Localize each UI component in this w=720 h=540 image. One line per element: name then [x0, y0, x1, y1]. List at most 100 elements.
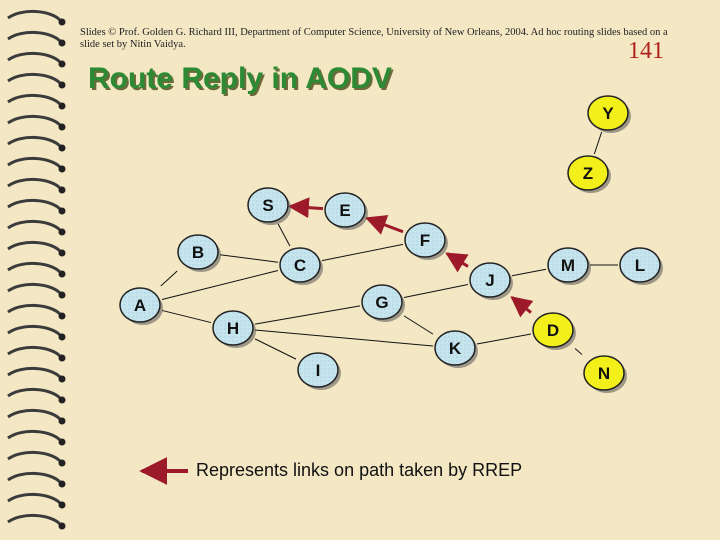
node-texture	[471, 264, 509, 296]
node-label: F	[420, 231, 430, 250]
spiral-ring	[7, 94, 62, 106]
spiral-hole	[58, 522, 66, 530]
link-H-K	[254, 329, 434, 347]
link-H-I	[254, 338, 297, 360]
node-Y: Y	[587, 95, 631, 133]
node-label: E	[339, 201, 350, 220]
node-ellipse	[587, 95, 629, 131]
spiral-ring	[7, 409, 62, 421]
legend-label: Represents links on path taken by RREP	[196, 460, 523, 480]
node-label: H	[227, 319, 239, 338]
spiral-hole	[58, 81, 66, 89]
spiral-hole	[58, 228, 66, 236]
spiral-ring	[7, 451, 62, 463]
node-label: L	[635, 256, 645, 275]
link-Z-Y	[593, 131, 603, 155]
node-H: H	[212, 310, 256, 348]
spiral-hole	[58, 459, 66, 467]
link-J-M	[511, 268, 547, 277]
spiral-ring	[7, 304, 62, 316]
node-texture	[121, 289, 159, 321]
node-ellipse	[567, 155, 609, 191]
node-S: S	[247, 187, 291, 225]
spiral-hole	[58, 480, 66, 488]
spiral-hole	[58, 18, 66, 26]
link-H-G	[254, 305, 361, 325]
spiral-ring	[7, 73, 62, 85]
node-A: A	[119, 287, 163, 325]
rrep-link-F-E	[365, 215, 404, 235]
spiral-hole	[58, 186, 66, 194]
node-M: M	[547, 247, 591, 285]
node-label: G	[375, 293, 388, 312]
link-S-C	[277, 223, 291, 247]
link-D-N	[574, 348, 583, 355]
spiral-ring	[7, 514, 62, 526]
node-E: E	[324, 192, 368, 230]
spiral-ring	[7, 115, 62, 127]
link-C-A	[161, 270, 279, 300]
spiral-ring	[7, 178, 62, 190]
notebook-spiral-binding	[7, 10, 66, 530]
node-label: B	[192, 243, 204, 262]
spiral-ring	[7, 157, 62, 169]
node-texture	[299, 354, 337, 386]
node-label: J	[485, 271, 494, 290]
spiral-hole	[58, 249, 66, 257]
node-label: C	[294, 256, 306, 275]
spiral-ring	[7, 136, 62, 148]
spiral-hole	[58, 312, 66, 320]
node-texture	[179, 236, 217, 268]
spiral-ring	[7, 493, 62, 505]
spiral-ring	[7, 472, 62, 484]
node-label: N	[598, 364, 610, 383]
node-F: F	[404, 222, 448, 260]
node-ellipse	[583, 355, 625, 391]
node-label: K	[449, 339, 462, 358]
rrep-link-D-J	[510, 296, 534, 318]
spiral-ring	[7, 52, 62, 64]
node-texture	[406, 224, 444, 256]
spiral-ring	[7, 262, 62, 274]
slide-title: Route Reply in AODV	[88, 62, 392, 95]
link-G-J	[403, 283, 469, 299]
link-B-A	[160, 270, 178, 287]
node-G: G	[361, 284, 405, 322]
node-K: K	[434, 330, 478, 368]
node-Z: Z	[567, 155, 611, 193]
node-texture	[249, 189, 287, 221]
link-B-C	[219, 254, 279, 263]
spiral-hole	[58, 501, 66, 509]
spiral-ring	[7, 199, 62, 211]
spiral-ring	[7, 325, 62, 337]
spiral-hole	[58, 207, 66, 215]
spiral-hole	[58, 123, 66, 131]
spiral-hole	[58, 60, 66, 68]
spiral-hole	[58, 165, 66, 173]
link-K-D	[476, 333, 532, 345]
node-ellipse	[532, 312, 574, 348]
node-I: I	[297, 352, 341, 390]
node-label: S	[262, 196, 273, 215]
node-label: Z	[583, 164, 593, 183]
node-label: Y	[602, 104, 614, 123]
page-number: 141	[628, 38, 664, 64]
rrep-link-E-S	[287, 197, 324, 219]
node-label: A	[134, 296, 146, 315]
spiral-ring	[7, 283, 62, 295]
node-J: J	[469, 262, 513, 300]
node-B: B	[177, 234, 221, 272]
node-label: M	[561, 256, 575, 275]
node-C: C	[279, 247, 323, 285]
node-L: L	[619, 247, 663, 285]
spiral-hole	[58, 396, 66, 404]
spiral-hole	[58, 438, 66, 446]
spiral-ring	[7, 31, 62, 43]
node-texture	[363, 286, 401, 318]
spiral-ring	[7, 10, 62, 22]
spiral-hole	[58, 144, 66, 152]
node-texture	[326, 194, 364, 226]
spiral-ring	[7, 367, 62, 379]
